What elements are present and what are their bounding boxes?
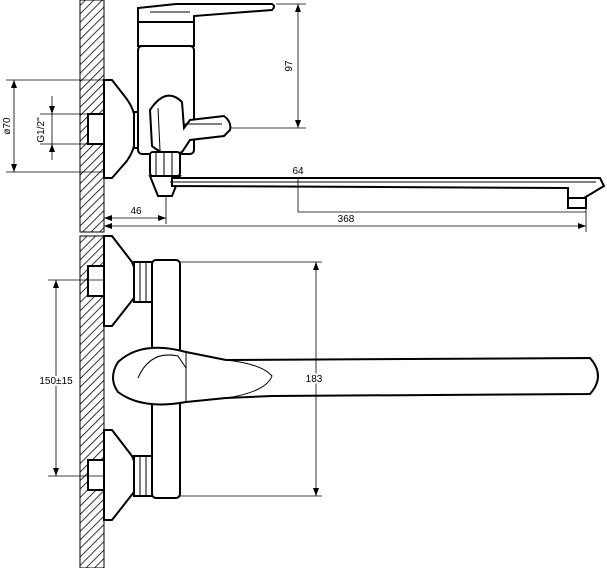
- dim-70-label: ø70: [2, 117, 13, 135]
- dim-97-label: 97: [284, 60, 295, 72]
- dim-97: 97: [230, 3, 306, 129]
- dim-150: 150±15: [37, 279, 104, 477]
- dim-diameter-70: ø70: [2, 79, 104, 173]
- cartridge-cap: [137, 21, 195, 47]
- dim-150-label: 150±15: [39, 376, 73, 387]
- dim-368: 368: [104, 208, 587, 232]
- side-elevation: 97 ø70 G1/2" 64 46: [2, 0, 606, 233]
- dim-368-label: 368: [338, 214, 355, 225]
- upper-flange: [103, 235, 138, 327]
- spout-side: [171, 177, 606, 199]
- dim-46: 46: [104, 196, 167, 224]
- dim-183-label: 183: [306, 374, 323, 385]
- dim-46-label: 46: [130, 206, 142, 217]
- lever-handle-front: [112, 346, 599, 406]
- dim-183: 183: [180, 261, 325, 497]
- spout-swivel: [149, 151, 181, 177]
- lever-handle-side: [137, 3, 275, 23]
- dim-64-label: 64: [292, 166, 304, 177]
- front-elevation: 150±15 183: [37, 235, 599, 568]
- lower-flange: [103, 429, 138, 521]
- inlet-connector: [87, 113, 105, 145]
- wall-flange-top: [103, 79, 135, 179]
- dim-thread-label: G1/2": [36, 117, 47, 143]
- dim-64: 64: [180, 166, 530, 212]
- dim-thread: G1/2": [36, 96, 88, 160]
